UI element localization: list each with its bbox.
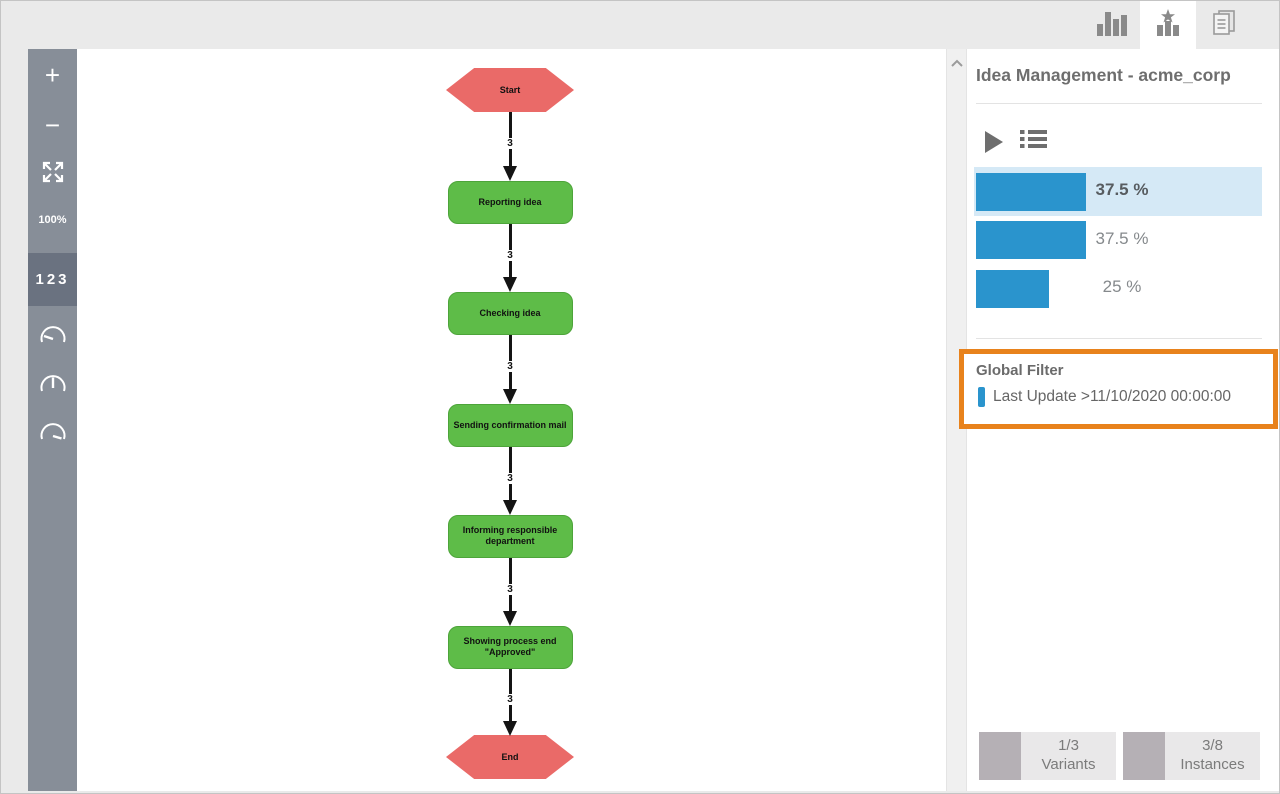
variant-row[interactable]: 25 % bbox=[974, 264, 1262, 313]
global-filter-entry-text: Last Update >11/10/2020 00:00:00 bbox=[993, 388, 1232, 405]
flow-edge-arrowhead bbox=[503, 388, 517, 404]
flow-edge-arrowhead bbox=[503, 276, 517, 292]
panel-actions bbox=[985, 129, 1047, 154]
flow-node-sending-confirmation-mail[interactable]: Sending confirmation mail bbox=[447, 403, 573, 447]
variant-percent-label: 25 % bbox=[1102, 277, 1142, 297]
flow-node-label: Start bbox=[499, 84, 521, 95]
flow-edge-arrowhead bbox=[503, 720, 517, 736]
filter-marker-icon bbox=[978, 387, 985, 407]
variant-bar bbox=[976, 221, 1086, 260]
variant-percent-label: 37.5 % bbox=[1095, 228, 1149, 248]
play-icon[interactable] bbox=[985, 130, 1003, 153]
gauge-mid-button[interactable] bbox=[28, 372, 77, 400]
scroll-up-icon[interactable] bbox=[950, 55, 964, 73]
flow-edge-count: 3 bbox=[502, 138, 518, 149]
flow-edge-count: 3 bbox=[502, 583, 518, 595]
gauge-high-icon bbox=[38, 421, 68, 448]
global-filter-box: Global Filter Last Update >11/10/2020 00… bbox=[959, 349, 1278, 429]
badge-value: 1/3 bbox=[1058, 737, 1079, 755]
flow-node-label: Informing responsible department bbox=[462, 525, 558, 546]
gauge-low-icon bbox=[38, 324, 68, 351]
flow-edge-arrowhead bbox=[503, 610, 517, 626]
zoom-level: 100% bbox=[38, 214, 67, 226]
flow-node-label: Checking idea bbox=[479, 307, 541, 318]
flow-edge-count: 3 bbox=[502, 249, 518, 261]
gauge-mid-icon bbox=[38, 373, 68, 400]
gauge-high-button[interactable] bbox=[28, 420, 77, 448]
top-bar bbox=[1, 1, 1279, 49]
divider bbox=[976, 103, 1262, 104]
bar-chart-icon bbox=[1094, 8, 1130, 43]
tab-charts[interactable] bbox=[1084, 1, 1140, 49]
variant-list-icon[interactable] bbox=[1020, 129, 1047, 154]
variant-bar bbox=[976, 172, 1086, 211]
global-filter-entry[interactable]: Last Update >11/10/2020 00:00:00 bbox=[978, 387, 1273, 407]
flow-edge-count: 3 bbox=[502, 694, 518, 705]
flow-node-showing-process-end-approved[interactable]: Showing process end "Approved" bbox=[447, 625, 573, 669]
badge-color-block bbox=[979, 732, 1021, 780]
zoom-out-button[interactable]: − bbox=[28, 109, 77, 141]
panel-title: Idea Management - acme_corp bbox=[976, 65, 1231, 85]
flow-node-label: Sending confirmation mail bbox=[453, 419, 567, 430]
zoom-toolbar: + − 100% 123 bbox=[28, 49, 77, 791]
divider bbox=[976, 338, 1262, 339]
fit-screen-button[interactable] bbox=[28, 159, 77, 187]
zoom-in-button[interactable]: + bbox=[28, 59, 77, 91]
flow-node-reporting-idea[interactable]: Reporting idea bbox=[447, 180, 573, 224]
flow-node-label: Reporting idea bbox=[478, 196, 542, 207]
flow-edge-arrowhead bbox=[503, 165, 517, 181]
header-tabs bbox=[1084, 1, 1252, 49]
tab-process-explorer[interactable] bbox=[1140, 1, 1196, 49]
variant-row[interactable]: 37.5 % bbox=[974, 167, 1262, 216]
flow-node-label: Showing process end "Approved" bbox=[463, 636, 557, 657]
flow-edge-count: 3 bbox=[502, 361, 518, 372]
flow-node-end[interactable]: End bbox=[446, 735, 574, 779]
flow-node-checking-idea[interactable]: Checking idea bbox=[447, 291, 573, 335]
tab-documents[interactable] bbox=[1196, 1, 1252, 49]
variant-bar bbox=[976, 269, 1050, 308]
global-filter-heading: Global Filter bbox=[976, 362, 1064, 379]
variant-bars: 37.5 % 37.5 % 25 % bbox=[974, 167, 1262, 313]
variant-percent-label: 37.5 % bbox=[1095, 180, 1149, 199]
badge-color-block bbox=[1123, 732, 1165, 780]
gauge-low-button[interactable] bbox=[28, 323, 77, 351]
flow-edge-arrowhead bbox=[503, 499, 517, 515]
variant-row[interactable]: 37.5 % bbox=[974, 216, 1262, 265]
badge-value: 3/8 bbox=[1202, 737, 1223, 755]
flow-node-informing-responsible-department[interactable]: Informing responsible department bbox=[447, 514, 573, 558]
documents-icon bbox=[1209, 8, 1239, 43]
expand-arrows-icon bbox=[41, 160, 65, 187]
star-bars-icon bbox=[1153, 8, 1183, 43]
badge-label: Instances bbox=[1180, 756, 1245, 773]
flow-edge-count: 3 bbox=[502, 472, 518, 484]
flow-node-label: End bbox=[501, 751, 519, 762]
badge-label: Variants bbox=[1041, 756, 1096, 773]
frequency-numbers-button[interactable]: 123 bbox=[28, 253, 77, 306]
flow-node-start[interactable]: Start bbox=[446, 68, 574, 112]
